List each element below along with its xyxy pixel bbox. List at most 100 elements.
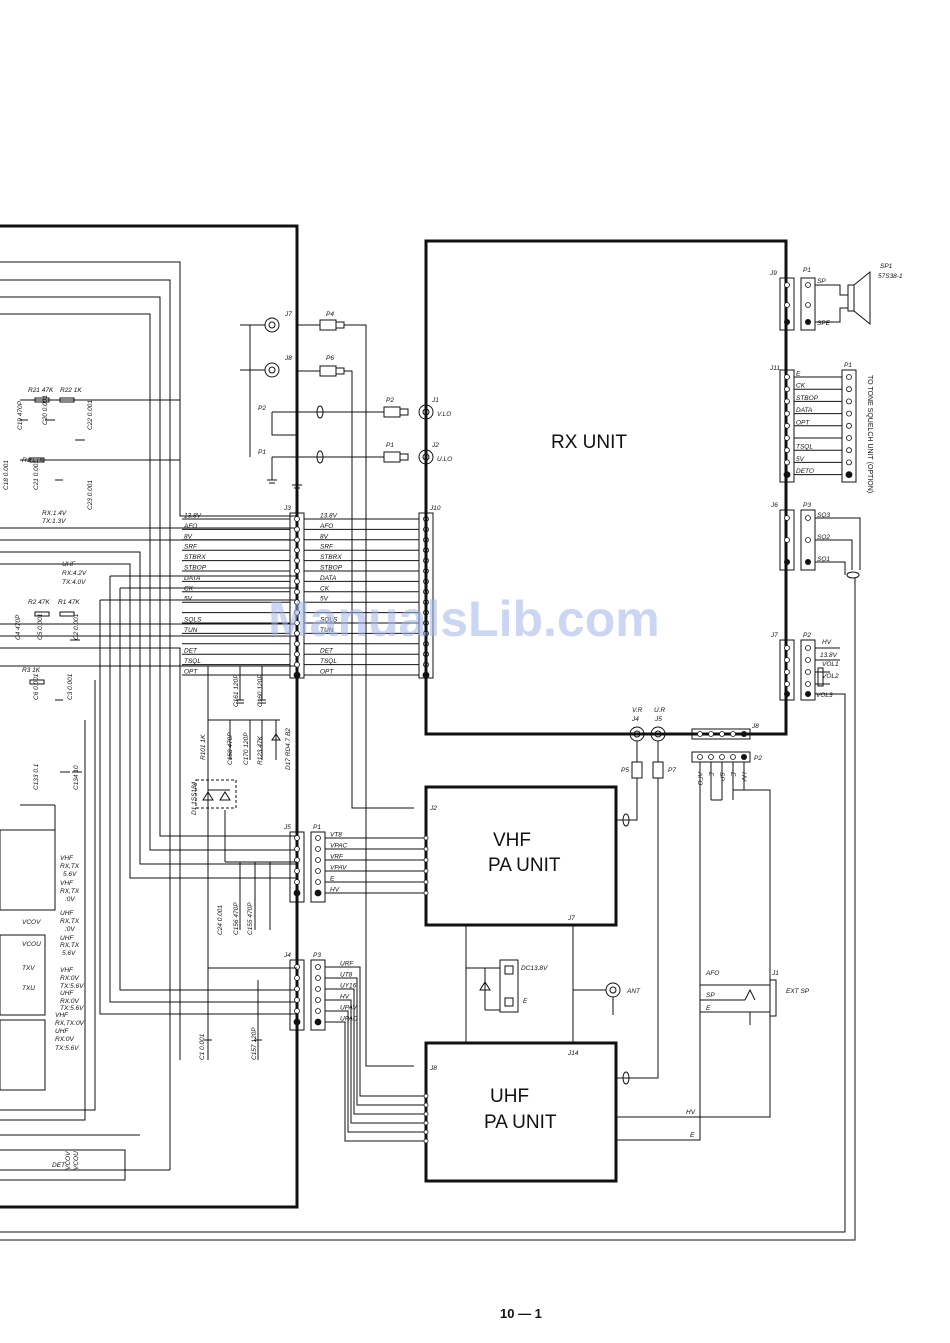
j3-left-signal-label: 5V	[184, 596, 193, 603]
component-label: RX:1.4V	[42, 510, 67, 517]
component-label: C157 120P	[251, 1027, 258, 1060]
connector-label-sp-ext: SP	[706, 992, 715, 999]
connector-label-j11: J11	[769, 365, 780, 372]
connector-label-j2-vhf: J2	[429, 805, 437, 812]
uhf-pa-label: PA UNIT	[484, 1112, 557, 1133]
component-label: C155 470P	[247, 902, 254, 935]
connector-label-p7: P7	[668, 767, 676, 774]
left-wire-bus	[0, 261, 297, 1181]
connector-label-j8-rx: J8	[751, 723, 759, 730]
connector-label-p2-bottom: P2	[754, 755, 762, 762]
j11-signal-label: STBOP	[796, 395, 819, 402]
component-label: R3 1K	[22, 667, 41, 674]
vco-note: UHF	[60, 935, 74, 942]
connector-label-j2-sig: U.LO	[437, 456, 452, 463]
j3-signal-label: TSQL	[320, 658, 337, 665]
rx-bottom-connectors	[616, 726, 771, 1141]
connector-label-ant: ANT	[626, 988, 641, 995]
component-label: C6 0.001	[33, 673, 40, 700]
vco-note: VHF	[55, 1012, 69, 1019]
connector-label-j4-left: J4	[283, 952, 291, 959]
uhf-signal-label: UY16	[340, 983, 357, 990]
component-label: C19 470P	[17, 400, 24, 430]
component-label: R21 47K	[28, 387, 54, 394]
connector-label-vol1: VOL1	[822, 661, 839, 668]
component-label: TX:1.3V	[42, 518, 66, 525]
connector-label-sq3: SQ3	[817, 512, 830, 519]
vco-note: TX:5.6V	[55, 1045, 79, 1052]
vco-note: RX:0V	[60, 998, 79, 1005]
vhf-signal-label: VT8	[330, 832, 342, 839]
component-label: R22 1K	[60, 387, 82, 394]
connector-label-p5: P5	[621, 767, 629, 774]
component-label: C133 0.1	[33, 763, 40, 790]
connector-label-j7-ant: J7	[567, 915, 575, 922]
main-unit-outline	[0, 224, 299, 1209]
connector-j3	[289, 512, 305, 679]
vco-note: RX,TX	[60, 863, 80, 870]
component-label: R2 47K	[28, 599, 50, 606]
component-label: RX:4.2V	[62, 570, 87, 577]
connector-label-j1-ext: J1	[771, 970, 779, 977]
vco-note: VCOV	[65, 1151, 72, 1170]
vco-note: :0V	[65, 926, 75, 933]
j3-left-signal-label: 13.8V	[184, 513, 202, 520]
connector-label-p1-left: P1	[258, 449, 266, 456]
connector-label-j9: J9	[769, 270, 777, 277]
vco-note: VHF	[60, 967, 74, 974]
connector-label-j2: J2	[431, 442, 439, 449]
connector-label-e-dc: E	[523, 998, 528, 1005]
connector-label-e-uhf: E	[690, 1132, 695, 1139]
j3-left-signal-label: 8V	[184, 533, 193, 540]
connector-label-p2-left: P2	[258, 405, 266, 412]
j11-signal-label: DETO	[796, 468, 814, 475]
connector-label-p6: P6	[326, 355, 334, 362]
connector-label-sq1: SQ1	[817, 556, 830, 563]
j11-signal-label: E	[796, 371, 801, 378]
j3-signal-label: 13.8V	[320, 513, 338, 520]
connector-label-vol3: VOL3	[816, 692, 833, 699]
component-label: C161 120P	[233, 674, 240, 707]
connector-label-hv: HV	[822, 639, 832, 646]
connector-label-j3: J3	[283, 505, 291, 512]
connector-label-j1: J1	[431, 397, 439, 404]
uhf-signal-label: UPAC	[340, 1016, 358, 1023]
j3-signal-label: DATA	[320, 575, 336, 582]
vco-note: UHF	[55, 1028, 69, 1035]
vco-note: :0V	[65, 896, 75, 903]
connector-label-j14: J14	[567, 1050, 579, 1057]
vco-note: 5.6V	[63, 871, 77, 878]
j3-signal-label: DET	[320, 648, 334, 655]
page-number: 10 — 1	[500, 1306, 542, 1321]
component-label: R1 47K	[58, 599, 80, 606]
connector-label-p1-tsq: P1	[844, 362, 852, 369]
connector-label-spe: SPE	[817, 320, 831, 327]
j3-left-signal-label: TSQL	[184, 658, 201, 665]
j3-left-signal-label: SQLS	[184, 617, 202, 624]
uhf-label: UHF	[490, 1086, 529, 1107]
vco-note: RX,TX:0V	[55, 1020, 85, 1027]
vhf-pa-unit-block: VHF PA UNIT	[424, 785, 618, 927]
j3-left-signal-label: STBRX	[184, 554, 206, 561]
connector-label-dc: DC13.8V	[521, 965, 548, 972]
connector-label-j10: J10	[429, 505, 441, 512]
component-label: UHF	[62, 561, 76, 568]
speaker-ref: SP1	[880, 263, 893, 270]
ext-sp-jack	[700, 979, 777, 1025]
connector-label-p1-jack: P1	[386, 442, 394, 449]
component-label: C23 0.001	[87, 480, 94, 510]
connector-label-j1-sig: V.LO	[437, 411, 451, 418]
connector-label-j7-rx: J7	[770, 632, 778, 639]
j3-signal-label: STBOP	[320, 565, 343, 572]
connector-label-j8-uhf: J8	[429, 1065, 437, 1072]
j11-signal-label: DATA	[796, 407, 812, 414]
component-label: TX:4.0V	[62, 579, 86, 586]
p2-signal-label: E	[707, 772, 714, 777]
component-label: C21 0.001	[33, 460, 40, 490]
vco-note: TXU	[22, 985, 35, 992]
j3-signal-label: OPT	[320, 669, 334, 676]
vco-note: VCOU	[22, 941, 41, 948]
connector-label-p2-jack: P2	[386, 397, 394, 404]
vco-note: TX:5.6V	[60, 983, 84, 990]
